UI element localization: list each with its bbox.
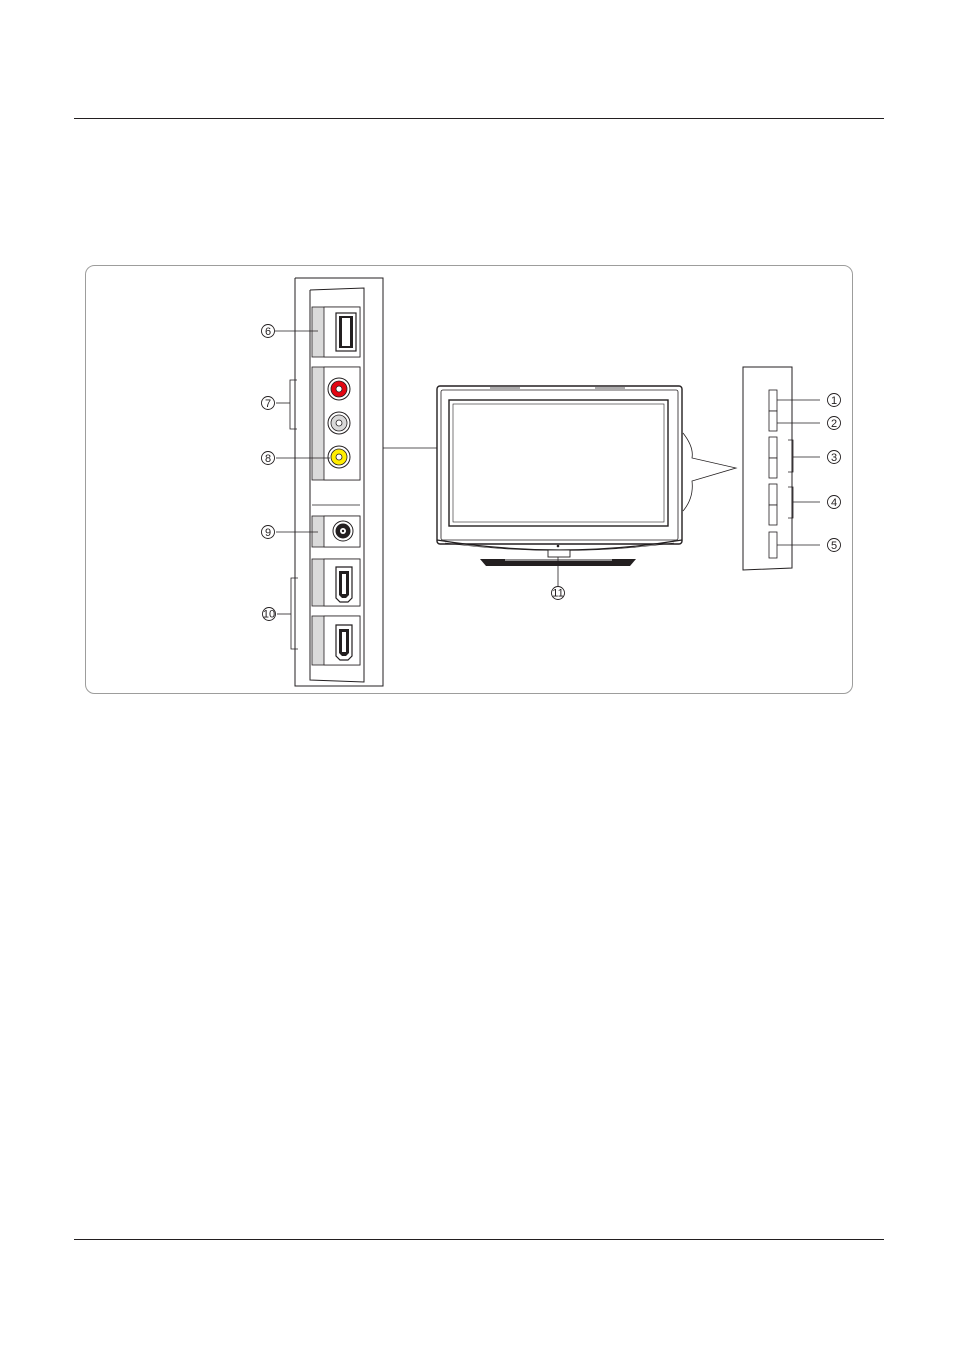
callout-11: 11 <box>552 587 565 600</box>
rca-jack-block <box>312 367 360 480</box>
svg-text:4: 4 <box>831 497 837 509</box>
side-zoom-leader <box>683 433 736 511</box>
callout-9: 9 <box>262 526 275 540</box>
callout-6: 6 <box>262 325 275 339</box>
rca-red-jack-icon <box>328 378 350 400</box>
svg-text:2: 2 <box>831 418 837 430</box>
callout-5: 5 <box>828 539 841 553</box>
callout-1: 1 <box>828 394 841 408</box>
svg-text:7: 7 <box>265 398 271 410</box>
hdmi-port-icon <box>312 559 360 606</box>
svg-text:5: 5 <box>831 540 837 552</box>
svg-text:8: 8 <box>265 453 271 465</box>
side-button-panel-icon <box>743 367 792 570</box>
svg-text:10: 10 <box>263 609 275 621</box>
callout-7: 7 <box>262 397 275 411</box>
hdmi-port-icon <box>312 616 360 665</box>
svg-text:9: 9 <box>265 527 271 539</box>
callout-3: 3 <box>828 451 841 465</box>
callout-8: 8 <box>262 452 275 466</box>
svg-text:6: 6 <box>265 326 271 338</box>
tv-front-icon <box>437 386 682 566</box>
rear-connector-panel <box>295 278 383 686</box>
callout-2: 2 <box>828 417 841 431</box>
callout-10: 10 <box>263 608 276 621</box>
coax-jack-icon <box>312 516 360 547</box>
svg-text:3: 3 <box>831 452 837 464</box>
svg-text:11: 11 <box>552 588 563 600</box>
callout-4: 4 <box>828 496 841 510</box>
usb-port-icon <box>312 307 360 357</box>
svg-text:1: 1 <box>831 395 837 407</box>
rca-yellow-jack-icon <box>328 446 350 468</box>
rca-white-jack-icon <box>328 412 350 434</box>
